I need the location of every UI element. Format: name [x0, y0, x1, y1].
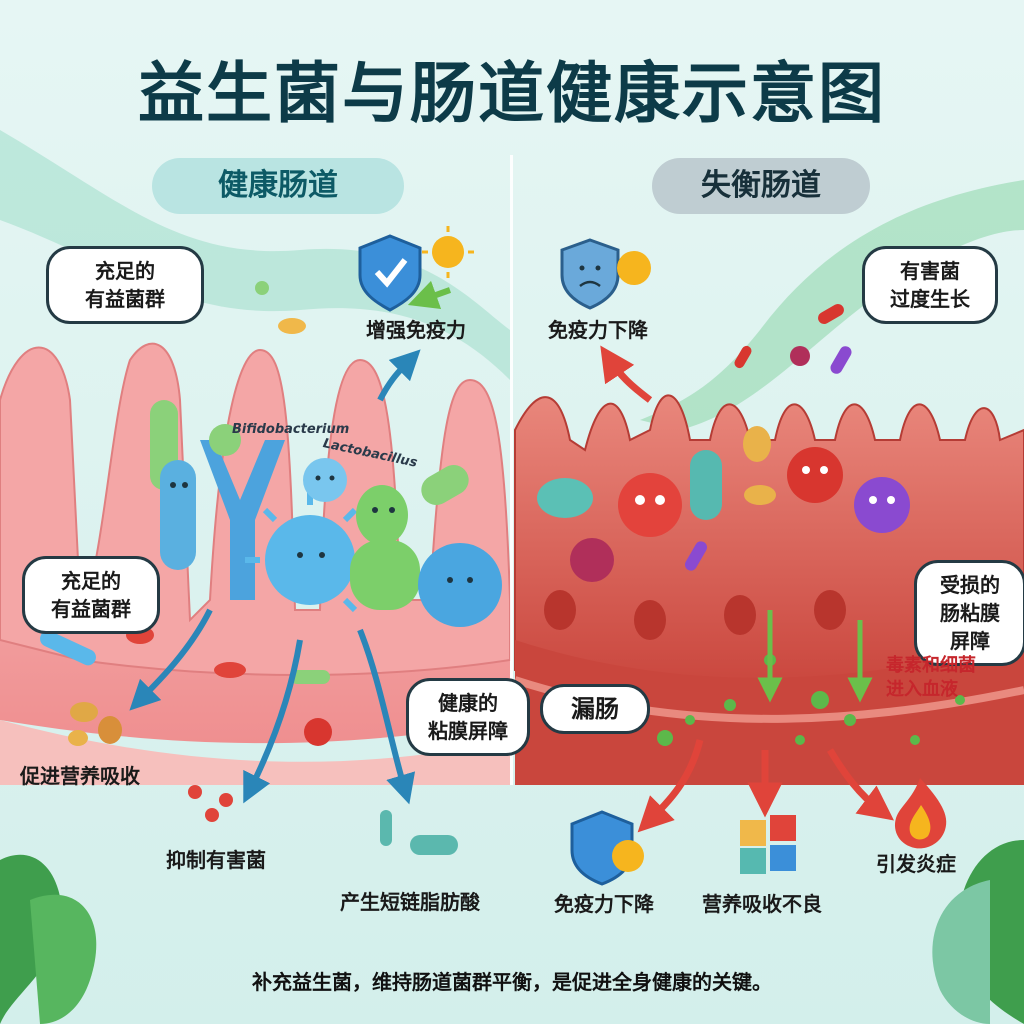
- page-title: 益生菌与肠道健康示意图: [138, 55, 886, 132]
- swoosh-right: [640, 180, 1024, 430]
- swoosh-left: [0, 130, 510, 380]
- label-scfa: 产生短链脂肪酸: [340, 890, 480, 914]
- bubble-healthy-barrier: 健康的 粘膜屏障: [406, 678, 530, 756]
- bubble-damaged-barrier: 受损的 肠粘膜 屏障: [914, 560, 1024, 666]
- imbalance-arrows: [600, 345, 894, 833]
- label-nutrient-absorption: 促进营养吸收: [20, 764, 140, 788]
- bubble-sufficient-flora-top: 充足的 有益菌群: [46, 246, 204, 324]
- footer-caption: 补充益生菌，维持肠道菌群平衡，是促进全身健康的关键。: [252, 970, 772, 994]
- healthy-arrows: [129, 280, 452, 805]
- puzzle-icon: [740, 815, 796, 874]
- label-inflammation: 引发炎症: [876, 852, 956, 876]
- fire-icon: [894, 778, 947, 849]
- label-bifidobacterium: Bifidobacterium: [232, 422, 350, 437]
- healthy-header: 健康肠道: [152, 158, 404, 214]
- bubble-sufficient-flora-mid: 充足的 有益菌群: [22, 556, 160, 634]
- imbalanced-header: 失衡肠道: [652, 158, 870, 214]
- label-inhibit-harmful: 抑制有害菌: [166, 848, 266, 872]
- sad-shield-icon: [560, 238, 651, 310]
- leak-arrows: [757, 610, 873, 703]
- shield-sun-icon: [570, 810, 644, 886]
- harmful-bacteria: [537, 304, 910, 582]
- bubble-harmful-overgrowth: 有害菌 过度生长: [862, 246, 998, 324]
- bubble-leaky-gut: 漏肠: [540, 684, 650, 734]
- leaf-icon: [0, 840, 1024, 1024]
- particles-healthy: [40, 281, 458, 855]
- label-toxins-enter-blood: 毒素和细菌 进入血液: [886, 655, 976, 700]
- label-immunity-decline: 免疫力下降: [554, 892, 654, 916]
- label-malabsorption: 营养吸收不良: [702, 892, 822, 916]
- sun-icon: [422, 226, 474, 278]
- label-immunity-decline-top: 免疫力下降: [548, 318, 648, 342]
- label-boost-immunity: 增强免疫力: [366, 318, 466, 342]
- shield-check-icon: [358, 234, 422, 312]
- probiotic-bacteria: [150, 400, 502, 627]
- panel-divider: [510, 155, 513, 785]
